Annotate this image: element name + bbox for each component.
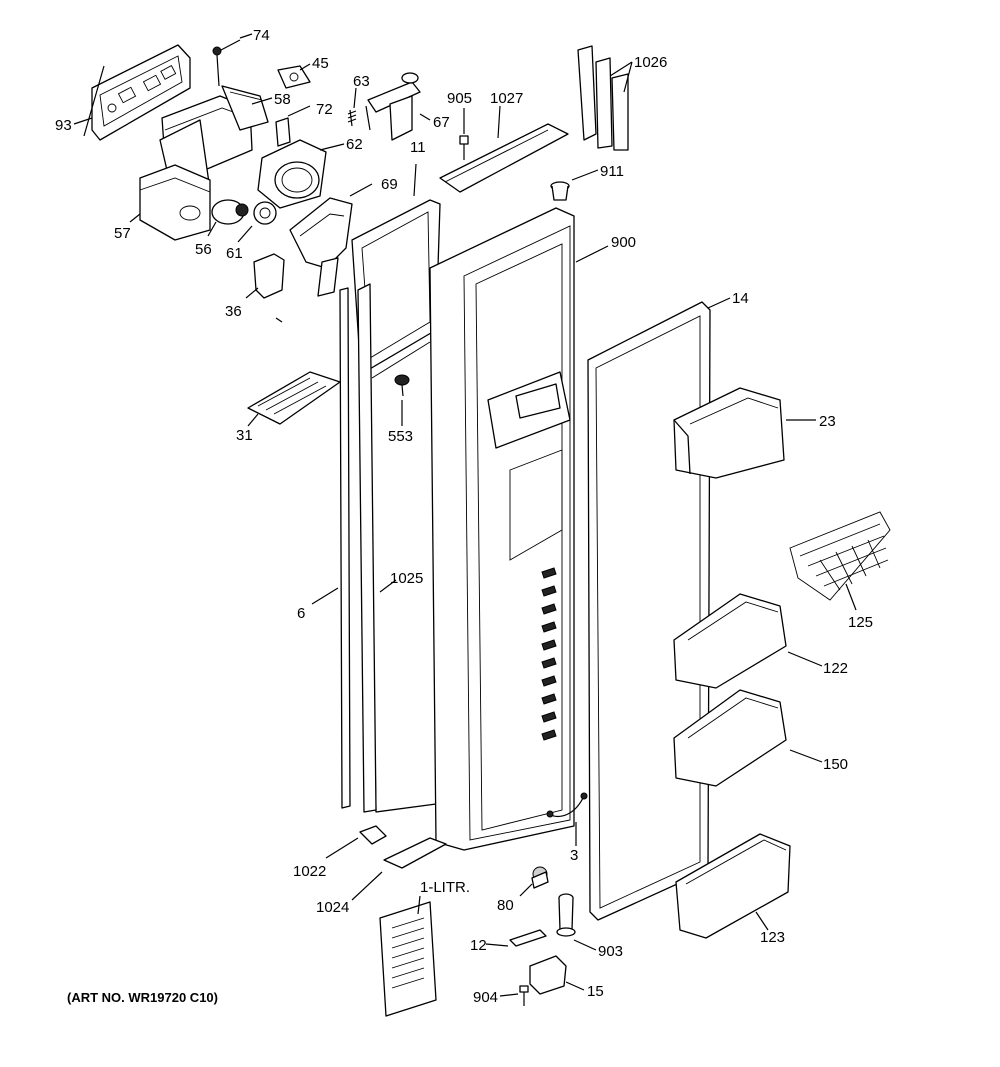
part-label-123: 123: [760, 929, 785, 946]
drip-grille: [247, 371, 341, 425]
part-label-1-litr: 1-LITR.: [420, 879, 470, 896]
part-label-67: 67: [433, 114, 450, 131]
hinge-pin: [556, 893, 576, 937]
solenoid-part: [365, 72, 421, 141]
bushing-part: [550, 181, 570, 201]
part-label-61: 61: [226, 245, 243, 262]
part-label-904: 904: [473, 989, 498, 1006]
door-bin-bottom: [675, 833, 791, 939]
part-label-58: 58: [274, 91, 291, 108]
dispenser-control-panel: [83, 44, 191, 141]
part-label-6: 6: [297, 605, 305, 622]
part-label-150: 150: [823, 756, 848, 773]
heater-tube: [339, 287, 351, 809]
part-label-900: 900: [611, 234, 636, 251]
part-label-1024: 1024: [316, 899, 349, 916]
part-label-122: 122: [823, 660, 848, 677]
part-label-69: 69: [381, 176, 398, 193]
part-label-74: 74: [253, 27, 270, 44]
leader-lines: [73, 33, 857, 997]
door-bin-lower: [673, 689, 787, 787]
water-fitting: [531, 866, 549, 889]
bottom-bracket: [383, 837, 447, 869]
door-trim: [577, 45, 629, 151]
dispenser-frame: [351, 199, 441, 813]
ice-chute: [289, 197, 353, 297]
coil-spring: [347, 109, 357, 127]
literature-packet: [379, 901, 437, 1017]
hinge-cover: [439, 123, 569, 193]
door-bin-upper: [673, 387, 785, 479]
door-rail: [357, 283, 377, 813]
door-gasket: [587, 301, 711, 921]
part-label-1022: 1022: [293, 863, 326, 880]
part-label-125: 125: [848, 614, 873, 631]
part-label-15: 15: [587, 983, 604, 1000]
part-label-12: 12: [470, 937, 487, 954]
part-label-93: 93: [55, 117, 72, 134]
part-label-11: 11: [410, 139, 426, 156]
part-label-903: 903: [598, 943, 623, 960]
part-label-1026: 1026: [634, 54, 667, 71]
part-label-31: 31: [236, 427, 253, 444]
part-label-1027: 1027: [490, 90, 523, 107]
screw-part: [459, 135, 469, 160]
switch-part: [275, 117, 291, 147]
wire-basket: [789, 511, 891, 601]
part-label-80: 80: [497, 897, 514, 914]
hinge-clip: [359, 825, 387, 845]
part-label-23: 23: [819, 413, 836, 430]
art-number-caption: (ART NO. WR19720 C10): [67, 990, 218, 1005]
mounting-clip: [253, 253, 285, 299]
part-label-63: 63: [353, 73, 370, 90]
part-label-57: 57: [114, 225, 131, 242]
part-label-3: 3: [570, 847, 578, 864]
coupler-parts: [211, 199, 277, 225]
grommet-part: [394, 374, 410, 397]
part-label-72: 72: [316, 101, 333, 118]
hinge-screw: [519, 985, 529, 1006]
door-bin-middle: [673, 593, 787, 689]
part-label-45: 45: [312, 55, 329, 72]
bracket-part: [277, 65, 311, 89]
part-label-36: 36: [225, 303, 242, 320]
part-label-56: 56: [195, 241, 212, 258]
part-label-905: 905: [447, 90, 472, 107]
part-label-62: 62: [346, 136, 363, 153]
auger-motor: [257, 139, 327, 209]
bottom-hinge: [529, 955, 567, 995]
part-labels: 74 45 63 905 1027 1026 93 58 72 67 62 91…: [55, 27, 873, 1006]
part-label-553: 553: [388, 428, 413, 445]
freezer-door-body: [429, 207, 575, 851]
part-label-911: 911: [600, 163, 624, 180]
spring-part: [212, 39, 241, 87]
dispenser-housing: [139, 85, 269, 241]
part-label-1025: 1025: [390, 570, 423, 587]
part-label-14: 14: [732, 290, 749, 307]
door-shelf-clips: [541, 567, 557, 741]
shim-plate: [509, 929, 547, 947]
